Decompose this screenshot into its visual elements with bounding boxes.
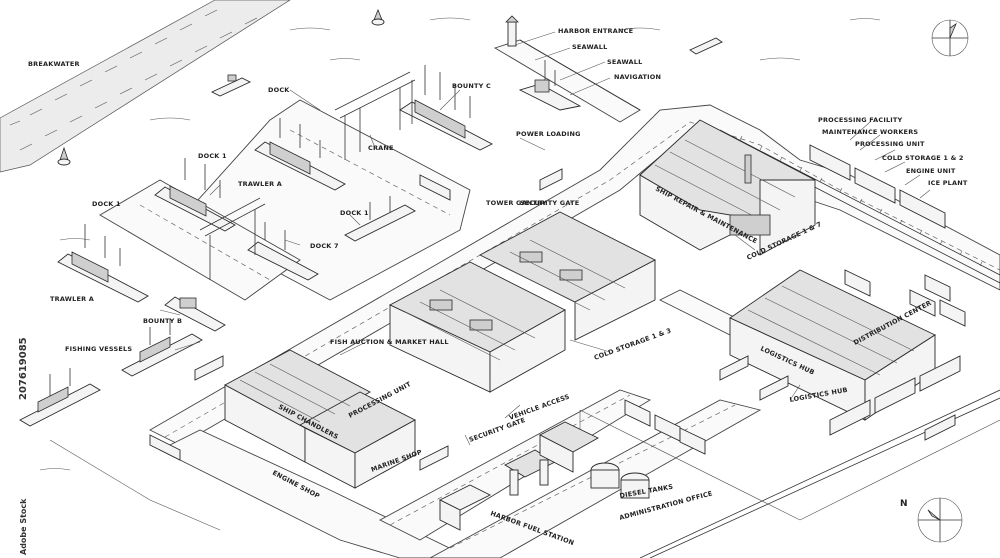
watermark-stock-id: 207619085 <box>18 337 29 400</box>
trawler-boat <box>164 296 226 332</box>
compass-rose: N <box>900 19 969 543</box>
label-engine-unit: ENGINE UNIT <box>906 167 956 175</box>
trawler-boat <box>121 319 203 377</box>
label-tower-gantry: TOWER GANTRY <box>486 199 547 207</box>
quay-land <box>99 99 471 301</box>
label-cold-storage-1-2: COLD STORAGE 1 & 2 <box>882 154 964 162</box>
label-navigation: NAVIGATION <box>614 73 661 81</box>
label-fish-auction: FISH AUCTION & MARKET HALL <box>330 338 449 346</box>
label-harbor-entrance: HARBOR ENTRANCE <box>558 27 633 35</box>
label-dock-1-left: DOCK 1 <box>92 200 121 208</box>
administration-office <box>539 421 599 473</box>
label-dock-7: DOCK 7 <box>310 242 339 250</box>
trawler-boat <box>19 368 101 427</box>
label-crane: CRANE <box>368 144 394 152</box>
label-security-gate-2: SECURITY GATE <box>468 416 527 444</box>
label-processing-unit-top: PROCESSING UNIT <box>855 140 925 148</box>
small-boat <box>210 37 723 97</box>
leader-lines <box>159 31 931 446</box>
label-fishing-vessels: FISHING VESSELS <box>65 345 132 353</box>
label-security-gate: SECURITY GATE <box>520 199 579 207</box>
compass-north-label: N <box>900 499 908 509</box>
label-dock-1-top: DOCK 1 <box>198 152 227 160</box>
trawler-boat <box>254 118 346 191</box>
label-dock-top: DOCK <box>268 86 290 94</box>
label-seawall: SEAWALL <box>572 43 607 51</box>
trawler-boat <box>57 224 149 303</box>
label-bounty-c: BOUNTY C <box>452 82 491 90</box>
gantry-crane <box>199 71 416 280</box>
label-breakwater: BREAKWATER <box>28 60 80 68</box>
label-cold-storage-1-3: COLD STORAGE 1 & 3 <box>593 326 672 361</box>
seawall-pier <box>493 15 641 123</box>
trawler-boat <box>154 158 236 232</box>
stock-watermark: 207619085 Adobe Stock <box>18 337 29 555</box>
watermark-brand: Adobe Stock <box>19 498 28 555</box>
diesel-tanks <box>590 462 650 499</box>
cold-storage-building <box>479 211 656 341</box>
label-seawall-2: SEAWALL <box>607 58 642 66</box>
breakwater <box>0 0 291 173</box>
small-building <box>438 484 492 531</box>
fish-auction-building <box>224 349 416 489</box>
buoy <box>57 8 385 166</box>
label-maintenance-workers: MAINTENANCE WORKERS <box>822 128 918 136</box>
label-processing-facility: PROCESSING FACILITY <box>818 116 903 124</box>
freight-train <box>809 144 946 229</box>
label-dock-1-mid: DOCK 1 <box>340 209 369 217</box>
trawler-boat <box>399 65 493 151</box>
fence-line <box>49 409 1000 531</box>
trawler-boat <box>344 196 416 242</box>
water-texture <box>39 17 881 471</box>
cold-storage-building <box>388 261 566 393</box>
shipping-container <box>624 269 966 455</box>
label-bounty-b: BOUNTY B <box>143 317 182 325</box>
ship-repair-building <box>639 119 816 256</box>
label-ice-plant: ICE PLANT <box>928 179 968 187</box>
truck <box>149 168 956 471</box>
label-trawler-a-left: TRAWLER A <box>50 295 94 303</box>
label-power-loading: POWER LOADING <box>516 130 581 138</box>
freight-train <box>829 355 961 436</box>
label-trawler-a-top: TRAWLER A <box>238 180 282 188</box>
trawler-boat <box>518 60 582 111</box>
